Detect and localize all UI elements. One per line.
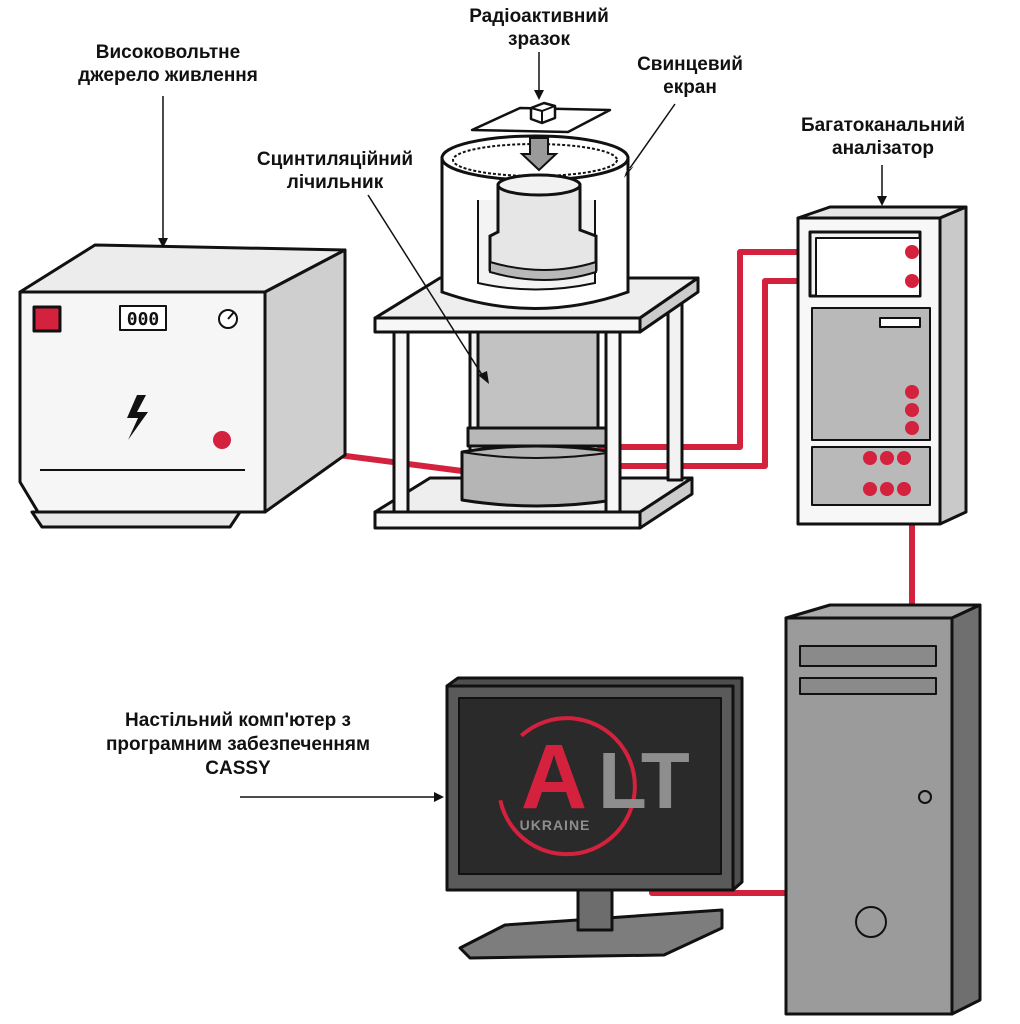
sample-insertion-arrow <box>519 137 559 172</box>
drive-bay-2 <box>799 677 937 695</box>
hv-output-connector <box>213 431 231 449</box>
label-desktop-computer-1: Настільний комп'ютер з <box>125 710 351 731</box>
logo-letter-a: A <box>521 726 587 828</box>
labels: Радіоактивний зразок Свинцевий екран Вис… <box>78 6 965 779</box>
alt-ukraine-logo: A LT UKRAINE <box>498 716 690 857</box>
label-desktop-computer-2: програмним забезпеченням <box>106 734 370 755</box>
label-multichannel-analyzer-2: аналізатор <box>832 138 934 159</box>
logo-subtitle: UKRAINE <box>520 817 591 833</box>
monitor-screen <box>458 697 722 875</box>
monitor <box>445 676 744 960</box>
label-desktop-computer-3: CASSY <box>205 758 271 779</box>
power-switch[interactable] <box>32 305 62 333</box>
label-lead-shield-1: Свинцевий <box>637 54 743 75</box>
label-scintillation-counter-1: Сцинтиляційний <box>257 149 413 170</box>
lead-shield <box>440 134 630 310</box>
analyzer-main-panel <box>811 307 931 441</box>
scintillation-detector <box>476 328 600 442</box>
label-radioactive-sample-2: зразок <box>508 29 570 50</box>
logo-letters-lt: LT <box>598 736 690 825</box>
tower-reset-button[interactable] <box>918 790 932 804</box>
hv-display <box>119 305 167 331</box>
label-lead-shield-2: екран <box>663 77 717 98</box>
callout-arrows <box>158 52 887 802</box>
analyzer-connectors <box>863 245 919 496</box>
hv-display-value: 000 <box>127 309 160 330</box>
label-scintillation-counter-2: лічильник <box>287 172 384 193</box>
radioactive-sample <box>470 101 612 134</box>
hv-power-supply: 000 <box>18 243 347 529</box>
label-hv-supply-2: джерело живлення <box>78 65 258 86</box>
label-hv-supply-1: Високовольтне <box>96 42 240 63</box>
counter-stand <box>373 276 700 530</box>
drive-bay-1 <box>799 645 937 667</box>
tower-power-button[interactable] <box>855 906 887 938</box>
label-multichannel-analyzer-1: Багатоканальний <box>801 115 965 136</box>
high-voltage-icon <box>127 395 148 440</box>
label-radioactive-sample-1: Радіоактивний <box>469 6 609 27</box>
multichannel-analyzer <box>796 205 968 526</box>
desktop-tower <box>784 603 982 1016</box>
